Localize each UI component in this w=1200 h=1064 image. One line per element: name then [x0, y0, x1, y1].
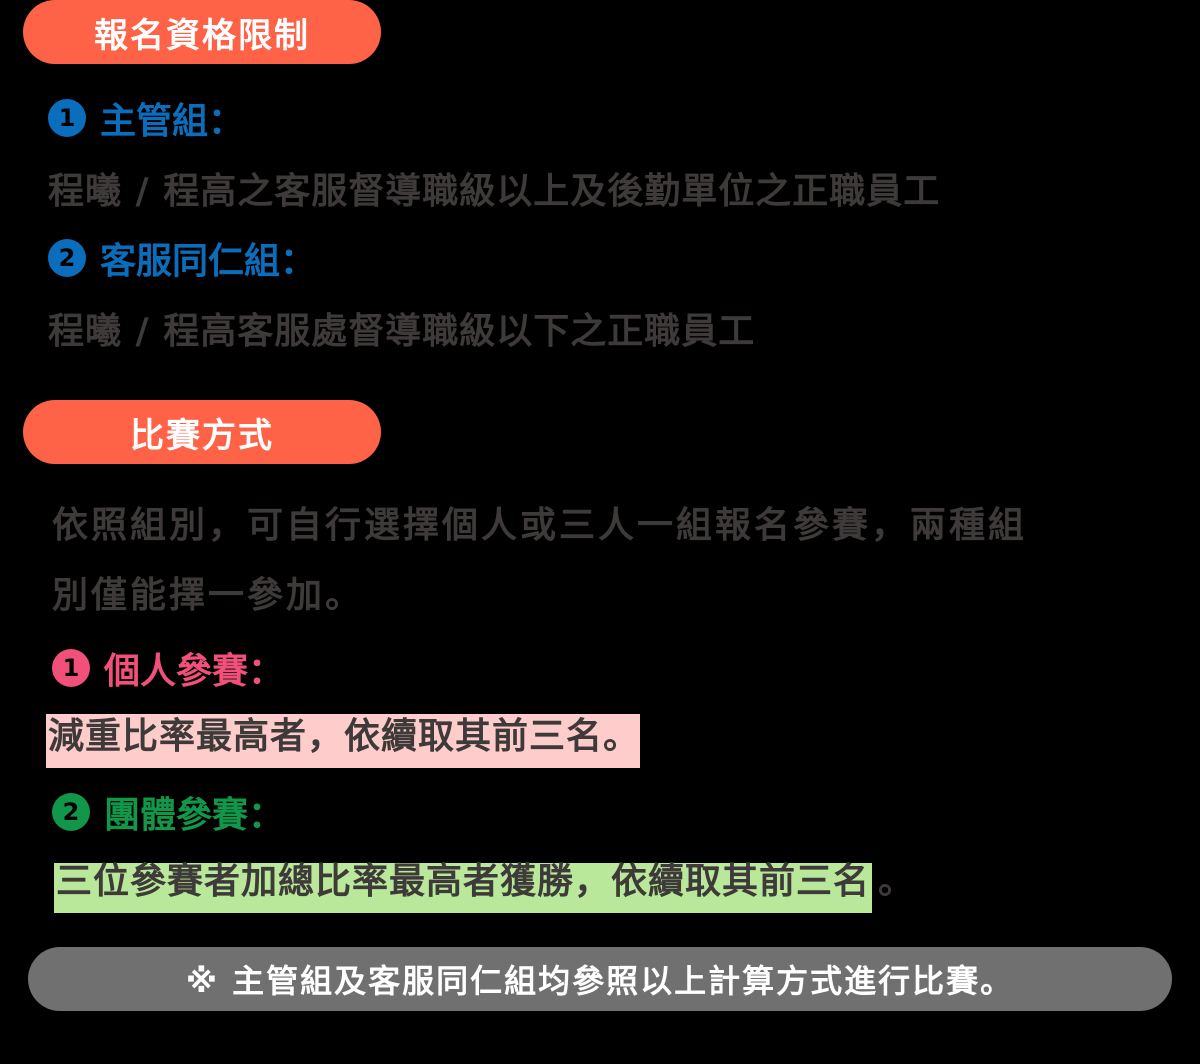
- highlighted-rule: 減重比率最高者，依續取其前三名。: [46, 714, 641, 768]
- number-one-icon: 1: [52, 649, 90, 687]
- rule-suffix: 。: [878, 861, 916, 902]
- footnote-banner: ※ 主管組及客服同仁組均參照以上計算方式進行比賽。: [28, 947, 1172, 1011]
- number-one-icon: 1: [48, 99, 86, 137]
- competition-title: 比賽方式: [130, 415, 274, 456]
- competition-intro-line-2: 別僅能擇一參加。: [52, 575, 365, 616]
- eligibility-section-header: 報名資格限制: [23, 0, 381, 64]
- group-label: 主管組：: [100, 101, 245, 142]
- group-label: 客服同仁組：: [100, 241, 317, 282]
- number-two-icon: 2: [52, 793, 90, 831]
- mode-heading-team: 2 團體參賽：: [52, 786, 284, 838]
- footnote-text: ※ 主管組及客服同仁組均參照以上計算方式進行比賽。: [185, 962, 1015, 1000]
- group-description: 程曦 / 程高之客服督導職級以上及後勤單位之正職員工: [48, 171, 941, 212]
- mode-rule-team: 三位參賽者加總比率最高者獲勝，依續取其前三名。: [54, 852, 915, 913]
- group-heading-managers: 1 主管組：: [48, 92, 244, 144]
- mode-label: 團體參賽：: [104, 795, 285, 836]
- competition-section-header: 比賽方式: [23, 400, 381, 464]
- mode-label: 個人參賽：: [104, 651, 285, 692]
- mode-rule-individual: 減重比率最高者，依續取其前三名。: [46, 714, 641, 768]
- competition-intro-line-1: 依照組別，可自行選擇個人或三人一組報名參賽，兩種組: [52, 505, 1028, 546]
- group-description: 程曦 / 程高客服處督導職級以下之正職員工: [48, 311, 756, 352]
- eligibility-title: 報名資格限制: [94, 15, 310, 56]
- highlighted-rule: 三位參賽者加總比率最高者獲勝，依續取其前三名: [54, 857, 873, 913]
- mode-heading-individual: 1 個人參賽：: [52, 642, 284, 694]
- number-two-icon: 2: [48, 239, 86, 277]
- group-heading-service-staff: 2 客服同仁組：: [48, 232, 316, 284]
